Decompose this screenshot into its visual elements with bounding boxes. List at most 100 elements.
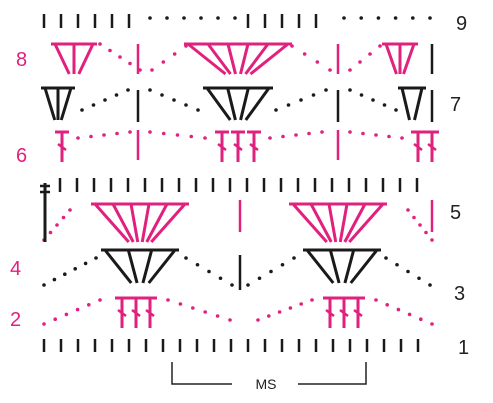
chain-dot	[196, 108, 200, 112]
chain-dot	[286, 103, 291, 107]
chain-dot	[80, 108, 84, 112]
row-number-5: 5	[450, 202, 461, 224]
fan-stitch	[147, 249, 177, 284]
chain-dot	[128, 130, 132, 134]
fan-stitch	[239, 87, 250, 121]
chain-dot	[428, 16, 432, 20]
fan-stitch	[327, 203, 338, 243]
fan-stitch	[53, 43, 71, 75]
chain-dot	[184, 103, 188, 107]
chain-dot	[148, 88, 152, 92]
chain-dot	[299, 302, 304, 306]
row-number-4: 4	[10, 258, 21, 280]
chain-dot	[368, 52, 372, 56]
chain-dot	[175, 133, 180, 137]
chain-dot	[394, 108, 398, 112]
chain-dot	[64, 312, 69, 317]
chain-dot	[91, 103, 96, 107]
chain-dot	[115, 131, 119, 136]
chain-dot	[148, 16, 152, 20]
fan-stitch	[343, 249, 356, 284]
double-crochet-slash	[233, 143, 243, 151]
fan-stitch	[244, 87, 271, 121]
chain-dot	[376, 16, 381, 20]
fan-stitch	[348, 203, 385, 243]
chain-dot	[256, 318, 260, 322]
chain-dot	[118, 55, 122, 59]
fan-stitch	[111, 203, 135, 243]
fan-stitch	[205, 87, 232, 121]
stitch-symbols	[40, 14, 439, 352]
chain-dot	[269, 269, 273, 274]
chain-dot	[267, 314, 271, 318]
fan-stitch	[291, 203, 328, 243]
chain-dot	[290, 44, 294, 48]
chain-dot	[396, 307, 401, 312]
chain-dot	[89, 134, 93, 139]
fan-stitch	[305, 249, 335, 284]
chain-dot	[52, 277, 57, 282]
double-crochet-slash	[131, 309, 141, 317]
chain-dot	[63, 272, 67, 277]
chain-dot	[94, 256, 98, 260]
chain-dot	[430, 322, 434, 326]
chain-dot	[387, 134, 391, 139]
chain-dot	[218, 276, 223, 281]
chain-dot	[310, 298, 314, 302]
fan-stitch	[244, 43, 270, 75]
chain-dot	[161, 131, 166, 136]
fan-stitch	[226, 87, 237, 121]
double-crochet-slash	[413, 143, 423, 151]
chain-dot	[294, 133, 298, 137]
chain-dot	[98, 42, 102, 46]
chain-dot	[172, 52, 177, 56]
chain-dot	[68, 208, 72, 212]
double-crochet-slash	[325, 309, 335, 317]
repeat-label: MS	[256, 376, 277, 392]
fan-stitch	[77, 43, 95, 75]
chain-dot	[320, 130, 324, 134]
fan-stitch	[129, 203, 140, 243]
chain-dot	[359, 16, 364, 20]
repeat-bracket	[171, 362, 367, 385]
fan-stitch	[343, 203, 367, 243]
chain-dot	[412, 215, 416, 220]
chain-dot	[73, 267, 77, 271]
chain-dot	[178, 302, 183, 306]
fan-stitch	[338, 203, 349, 243]
chain-dot	[230, 283, 234, 287]
chain-dot	[215, 314, 220, 318]
chain-dot	[184, 256, 188, 260]
chain-dot	[216, 16, 220, 20]
chain-dot	[165, 16, 169, 20]
chain-dot	[299, 98, 303, 102]
fan-stitch	[187, 42, 227, 76]
chain-dot	[114, 93, 119, 97]
chain-dot	[207, 269, 211, 274]
chain-dot	[382, 103, 387, 107]
fan-stitch	[400, 87, 411, 121]
fan-stitch	[328, 249, 341, 284]
chain-dot	[128, 61, 132, 66]
fan-stitch	[145, 203, 169, 243]
chain-dot	[75, 307, 80, 312]
chain-dot	[83, 261, 88, 266]
fan-stitch	[349, 249, 379, 284]
row-number-2: 2	[10, 309, 21, 331]
chain-dot	[393, 16, 398, 20]
chain-dot	[302, 52, 307, 56]
chain-dot	[348, 68, 352, 72]
fan-stitch	[413, 87, 424, 121]
row-number-3: 3	[454, 283, 465, 305]
chain-dot	[148, 130, 152, 134]
chain-dot	[428, 283, 432, 287]
double-crochet-slash	[427, 143, 437, 151]
chain-dot	[102, 133, 106, 137]
fan-stitch	[59, 87, 73, 121]
chain-dot	[53, 317, 57, 322]
chain-dot	[42, 283, 46, 287]
chain-dot	[419, 317, 423, 322]
chain-dot	[374, 298, 378, 302]
chain-dot	[61, 215, 66, 220]
